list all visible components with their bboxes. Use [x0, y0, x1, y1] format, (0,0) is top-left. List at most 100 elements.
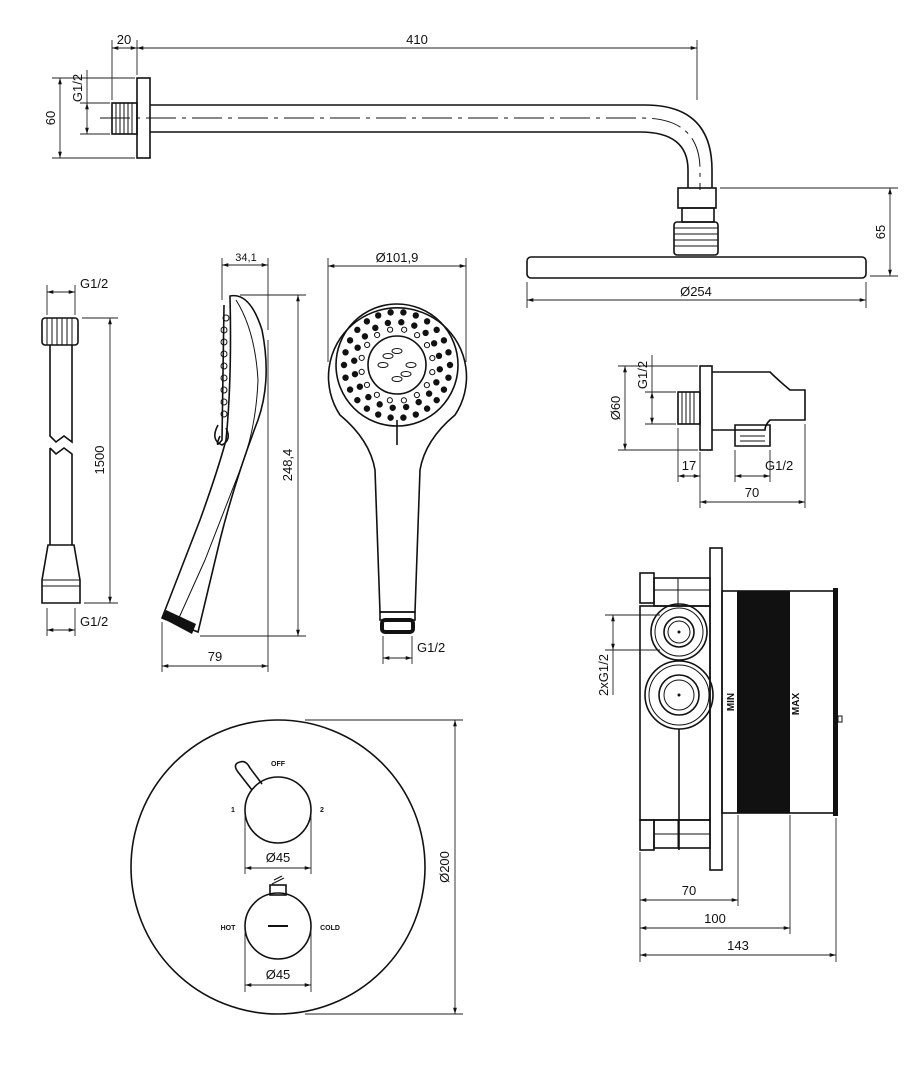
trim-plate-drawing: OFF 1 2 HOT COLD Ø45 Ø45 Ø200 — [130, 719, 463, 1015]
nozzle-dot — [354, 344, 361, 351]
nozzle-dot — [387, 414, 394, 421]
nozzle-dot — [340, 361, 348, 369]
nozzle-dot — [351, 370, 359, 378]
nozzle-dot — [436, 366, 443, 373]
center-nozzle — [391, 348, 403, 354]
nozzle-dot — [363, 405, 371, 412]
cold-label: COLD — [320, 925, 340, 932]
dim-knob1-diameter: Ø45 — [266, 850, 291, 865]
nozzle-dot — [415, 398, 422, 406]
nozzle-dot — [400, 414, 407, 421]
nozzle-dot — [354, 396, 361, 404]
dim-body-143: 143 — [727, 938, 749, 953]
hose-drawing: G1/2 1500 G1/2 — [41, 276, 118, 636]
nozzle-dot — [435, 352, 443, 360]
nozzle-dot — [429, 369, 436, 376]
nozzle-dot — [423, 318, 431, 325]
dim-outlet-diameter: Ø60 — [608, 396, 623, 421]
wall-outlet-drawing: G1/2 Ø60 17 G1/2 70 — [608, 355, 806, 508]
hot-label: HOT — [221, 925, 237, 932]
dim-plate-diameter: Ø200 — [437, 851, 452, 883]
nozzle-dot — [423, 405, 431, 412]
nozzle-dot — [440, 386, 448, 393]
min-label: MIN — [726, 693, 737, 711]
nozzle-dot — [373, 391, 380, 398]
nozzle-dot — [401, 326, 408, 333]
dim-34-1: 34,1 — [235, 252, 256, 264]
dim-head-diameter: Ø254 — [680, 284, 712, 299]
dim-65: 65 — [873, 225, 888, 239]
dim-knob2-diameter: Ø45 — [266, 967, 291, 982]
nozzle-dot — [342, 374, 349, 381]
shower-arm-drawing: 20 410 60 G1/2 65 Ø254 — [43, 32, 898, 308]
nozzle-dot — [398, 319, 405, 326]
nozzle-dot — [387, 309, 394, 316]
center-nozzle — [400, 371, 412, 377]
dim-60: 60 — [43, 111, 58, 125]
dim-2xg1-2: 2xG1/2 — [596, 654, 611, 696]
nozzle-dot — [363, 381, 371, 388]
dim-248-4: 248,4 — [280, 449, 295, 482]
diverter-2-label: 2 — [320, 807, 324, 814]
nozzle-dot — [423, 342, 431, 349]
dim-410: 410 — [406, 32, 428, 47]
max-label: MAX — [791, 693, 802, 716]
nozzle-dot — [358, 354, 365, 361]
nozzle-dot — [356, 383, 364, 390]
nozzle-dot — [354, 326, 361, 334]
nozzle-dot — [372, 324, 379, 332]
concealed-body-drawing: MIN MAX 2xG1/2 70 100 143 — [596, 547, 843, 962]
nozzle-dot — [363, 318, 371, 325]
nozzle-dot — [400, 397, 407, 404]
dim-20: 20 — [117, 32, 131, 47]
dim-hand-diameter: Ø101,9 — [376, 250, 419, 265]
nozzle-dot — [422, 329, 429, 337]
dim-body-70: 70 — [682, 883, 696, 898]
nozzle-dot — [433, 326, 440, 334]
nozzle-dot — [430, 340, 438, 347]
nozzle-dot — [374, 331, 381, 339]
center-nozzle — [405, 362, 417, 368]
nozzle-dot — [375, 312, 382, 319]
nozzle-dot — [433, 379, 440, 386]
nozzle-dot — [375, 411, 382, 418]
nozzle-dot — [411, 322, 418, 329]
nozzle-dot — [429, 355, 436, 362]
dim-outlet-thread-out: G1/2 — [765, 458, 793, 473]
nozzle-dot — [365, 393, 372, 401]
nozzle-dot — [386, 397, 393, 404]
diverter-1-label: 1 — [231, 807, 235, 814]
diverter-off-label: OFF — [271, 761, 286, 768]
nozzle-dot — [361, 333, 369, 340]
dim-arm-thread: G1/2 — [70, 74, 85, 102]
dim-79: 79 — [208, 649, 222, 664]
nozzle-dot — [445, 349, 452, 356]
nozzle-dot — [384, 319, 392, 327]
dim-body-100: 100 — [704, 911, 726, 926]
nozzle-dot — [414, 332, 421, 339]
hand-shower-front-drawing: Ø101,9 G1/2 — [327, 250, 468, 664]
dim-hose-thread-top: G1/2 — [80, 276, 108, 291]
center-nozzle — [391, 376, 403, 382]
center-nozzle — [382, 353, 394, 359]
hand-shower-side-drawing: 34,1 248,4 79 — [160, 252, 306, 672]
dim-outlet-70: 70 — [745, 485, 759, 500]
dim-hose-length: 1500 — [92, 446, 107, 475]
nozzle-dot — [445, 374, 452, 381]
nozzle-dot — [433, 396, 440, 404]
nozzle-dot — [446, 361, 454, 369]
nozzle-dot — [342, 349, 349, 356]
nozzle-dot — [413, 391, 420, 399]
dim-hose-thread-bottom: G1/2 — [80, 614, 108, 629]
nozzle-dot — [346, 386, 354, 393]
nozzle-dot — [412, 411, 419, 418]
dim-17: 17 — [682, 458, 696, 473]
nozzle-dot — [351, 357, 358, 364]
side-nozzles — [220, 314, 230, 418]
nozzle-dot — [376, 401, 383, 408]
center-nozzle — [377, 362, 389, 368]
nozzle-dot — [389, 404, 396, 411]
dim-hand-thread: G1/2 — [417, 640, 445, 655]
nozzle-dot — [364, 341, 371, 348]
